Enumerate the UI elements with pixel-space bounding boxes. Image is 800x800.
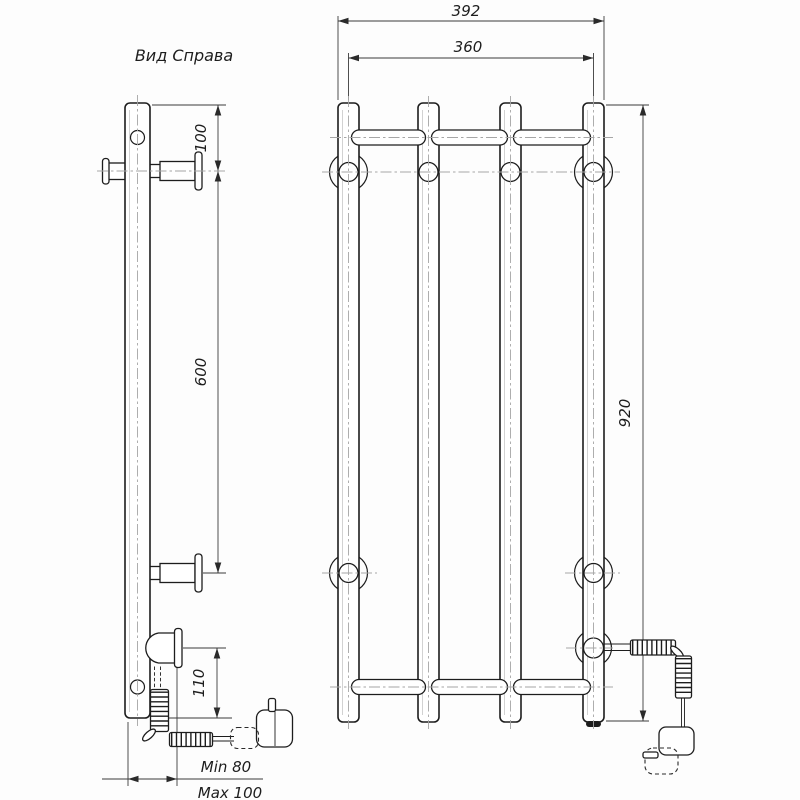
bracket-body [159, 562, 196, 584]
cord-loop [141, 728, 157, 742]
dimension-lines [102, 16, 649, 786]
arrowhead [128, 775, 139, 783]
bracket-wall-flange [194, 553, 203, 593]
dim-100-lines [152, 104, 226, 171]
dim-392-lines [337, 16, 605, 100]
bracket-stem [148, 565, 162, 581]
dim-min-value: Min 80 [201, 758, 251, 776]
plug-pin [267, 697, 277, 713]
arrowhead [214, 160, 222, 171]
arrowhead [213, 707, 221, 718]
dim-360-lines [348, 53, 594, 100]
dim-600-value: 600 [192, 358, 210, 387]
plug-boot-hidden [644, 747, 679, 775]
dim-110-value: 110 [190, 669, 208, 698]
cable-drop [154, 666, 161, 689]
plug-body [255, 709, 294, 748]
arrowhead [214, 105, 222, 116]
dim-600-lines [203, 171, 226, 574]
dim-max-value: Max 100 [198, 784, 262, 800]
dim-100-value: 100 [192, 124, 210, 153]
heater-housing-flange [173, 627, 183, 669]
heater-housing-cup [145, 632, 176, 664]
arrowhead [213, 648, 221, 659]
dim-920-lines [606, 104, 649, 722]
cable-drop [681, 698, 685, 728]
arrowhead [348, 54, 359, 62]
front-view [322, 96, 695, 775]
cable-lead [604, 643, 630, 651]
dim-920-value: 920 [616, 399, 634, 428]
arrowhead [166, 775, 177, 783]
arrowhead [583, 54, 594, 62]
arrowhead [639, 105, 647, 116]
plug-boot-hidden [229, 726, 260, 750]
dim-360-value: 360 [454, 38, 483, 56]
side-view [97, 95, 294, 750]
dim-392-value: 392 [452, 2, 481, 20]
view-title: Вид Справа [135, 46, 233, 65]
plug-pin [642, 751, 659, 759]
arrowhead [214, 171, 222, 182]
arrowhead [338, 17, 349, 25]
arrowhead [593, 17, 604, 25]
arrowhead [639, 710, 647, 721]
labels: Вид Справа 392 360 920 100 600 110 Min 8… [135, 2, 634, 800]
arrowhead [214, 562, 222, 573]
